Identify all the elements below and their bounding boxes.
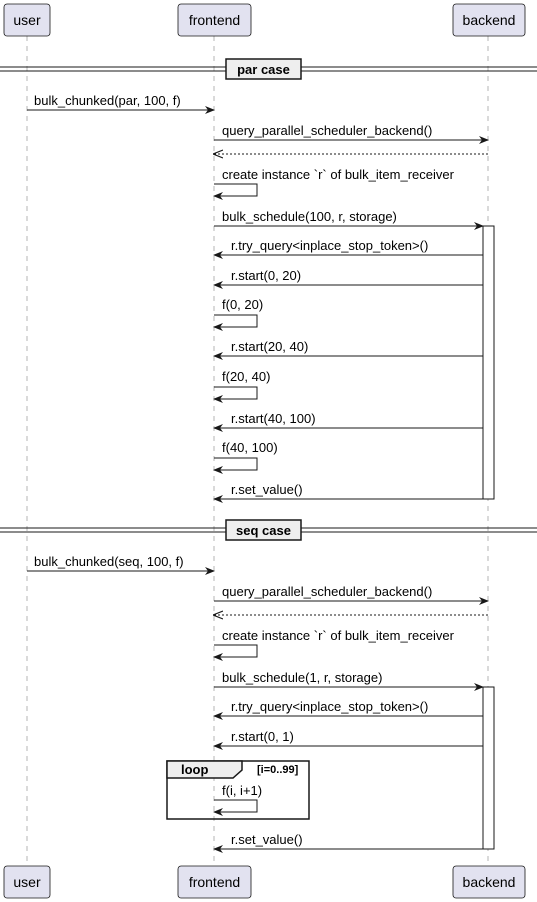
participant-frontend-bottom[interactable]: frontend	[177, 865, 252, 899]
message-17: bulk_schedule(1, r, storage)	[214, 670, 484, 691]
participant-label: frontend	[189, 874, 240, 890]
message-label: bulk_schedule(1, r, storage)	[222, 670, 382, 685]
message-9-self: f(20, 40)	[213, 369, 270, 403]
message-18: r.try_query<inplace_stop_token>()	[213, 699, 483, 720]
loop-condition: [i=0..99]	[257, 764, 299, 776]
message-19: r.start(0, 1)	[213, 729, 483, 750]
participant-label: backend	[463, 12, 516, 28]
message-13: bulk_chunked(seq, 100, f)	[27, 554, 215, 575]
message-label: r.start(0, 1)	[231, 729, 294, 744]
participant-backend-top[interactable]: backend	[452, 3, 526, 37]
message-11-self: f(40, 100)	[213, 440, 278, 474]
activation-bar-backend-par	[482, 225, 495, 500]
message-label: f(i, i+1)	[222, 783, 262, 798]
message-6: r.start(0, 20)	[213, 268, 483, 289]
message-label: r.start(0, 20)	[231, 268, 301, 283]
participant-label: backend	[463, 874, 516, 890]
loop-fragment: loop [i=0..99]	[166, 760, 310, 820]
message-label: r.try_query<inplace_stop_token>()	[231, 699, 428, 714]
message-label: create instance `r` of bulk_item_receive…	[222, 167, 455, 182]
message-label: bulk_schedule(100, r, storage)	[222, 209, 397, 224]
divider-par-case: par case	[0, 58, 537, 80]
activation-bar-backend-seq	[482, 686, 495, 850]
message-label: bulk_chunked(par, 100, f)	[34, 93, 181, 108]
participant-frontend-top[interactable]: frontend	[177, 3, 252, 37]
message-14: query_parallel_scheduler_backend()	[214, 584, 489, 605]
message-8: r.start(20, 40)	[213, 339, 483, 360]
divider-label: seq case	[236, 523, 291, 538]
message-21: r.set_value()	[213, 832, 483, 853]
message-0: bulk_chunked(par, 100, f)	[27, 93, 215, 114]
message-1: query_parallel_scheduler_backend()	[214, 123, 489, 144]
participant-backend-bottom[interactable]: backend	[452, 865, 526, 899]
message-label: r.set_value()	[231, 482, 303, 497]
message-label: r.try_query<inplace_stop_token>()	[231, 238, 428, 253]
message-4: bulk_schedule(100, r, storage)	[214, 209, 484, 230]
message-label: create instance `r` of bulk_item_receive…	[222, 628, 455, 643]
participant-user-bottom[interactable]: user	[3, 865, 51, 899]
participant-label: frontend	[189, 12, 240, 28]
message-label: f(20, 40)	[222, 369, 270, 384]
message-label: bulk_chunked(seq, 100, f)	[34, 554, 184, 569]
message-label: f(40, 100)	[222, 440, 278, 455]
message-label: r.start(40, 100)	[231, 411, 316, 426]
message-12: r.set_value()	[213, 482, 483, 503]
message-20-self: f(i, i+1)	[213, 783, 262, 816]
divider-label: par case	[237, 62, 290, 77]
message-label: f(0, 20)	[222, 297, 263, 312]
divider-seq-case: seq case	[0, 519, 537, 541]
message-5: r.try_query<inplace_stop_token>()	[213, 238, 483, 259]
message-label: query_parallel_scheduler_backend()	[222, 584, 432, 599]
participant-label: user	[13, 12, 41, 28]
message-10: r.start(40, 100)	[213, 411, 483, 432]
message-label: r.set_value()	[231, 832, 303, 847]
message-7-self: f(0, 20)	[213, 297, 263, 331]
message-16-self: create instance `r` of bulk_item_receive…	[213, 628, 455, 661]
message-3-self: create instance `r` of bulk_item_receive…	[213, 167, 455, 200]
message-label: query_parallel_scheduler_backend()	[222, 123, 432, 138]
participant-label: user	[13, 874, 41, 890]
participant-user-top[interactable]: user	[3, 3, 51, 37]
message-label: r.start(20, 40)	[231, 339, 308, 354]
loop-keyword: loop	[181, 762, 208, 777]
